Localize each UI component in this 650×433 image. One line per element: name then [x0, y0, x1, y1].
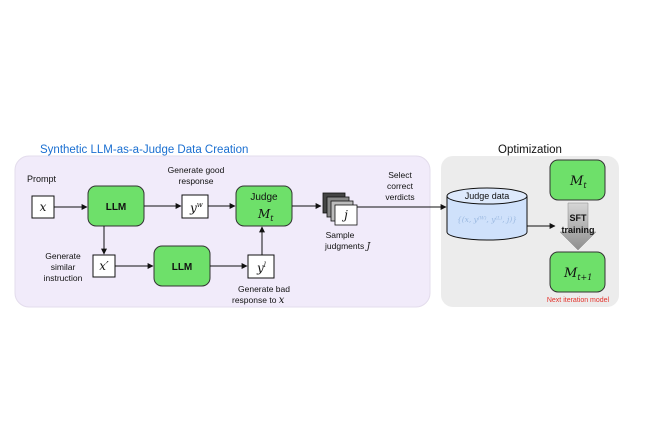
select-line3: verdicts [385, 192, 414, 202]
sft-label-line1: SFT [570, 213, 588, 223]
llm-label-bottom: LLM [172, 262, 193, 273]
judge-model-symbol: Mt [257, 207, 274, 223]
select-line1: Select [388, 170, 412, 180]
generate-similar-line2: similar [51, 262, 76, 272]
generate-good-label-line1: Generate good [168, 165, 225, 175]
current-model-symbol: Mt [569, 174, 587, 190]
synthetic-section-panel [14, 155, 431, 308]
sample-judgments-line1: Sample [326, 230, 355, 240]
generate-similar-line1: Generate [45, 251, 81, 261]
yw-symbol: yw [189, 201, 203, 215]
generate-bad-line1: Generate bad [238, 284, 290, 294]
next-model-box [549, 251, 606, 293]
next-iteration-label: Next iteration model [547, 297, 610, 304]
judge-data-label: Judge data [465, 191, 510, 201]
select-line2: correct [387, 181, 414, 191]
sft-arrow [559, 202, 597, 251]
prompt-x-symbol: x [40, 200, 47, 214]
next-model-symbol: Mt+1 [563, 266, 592, 282]
sample-judgments-line2: judgments J [324, 241, 372, 252]
generate-good-label-line2: response [179, 176, 214, 186]
generate-bad-line2: response to x [232, 295, 285, 306]
llm-label-top: LLM [106, 202, 127, 213]
sft-label-line2: training [562, 225, 595, 235]
xprime-symbol: x′ [99, 259, 109, 273]
judge-data-cylinder [446, 187, 528, 241]
generate-similar-line3: instruction [44, 273, 83, 283]
optimization-section-title: Optimization [498, 144, 562, 156]
prompt-label: Prompt [27, 174, 57, 184]
judgment-j-symbol: j [341, 208, 348, 222]
judge-data-tuple: {(x, y⁽ᵂ⁾, y⁽ᴸ⁾, j)} [457, 215, 517, 224]
judge-label: Judge [250, 192, 278, 203]
current-model-box [549, 159, 606, 201]
yl-symbol: yl [256, 261, 266, 275]
yl-box [247, 254, 275, 279]
synthetic-section-title: Synthetic LLM-as-a-Judge Data Creation [40, 144, 248, 156]
judgment-stack-icon [322, 192, 358, 226]
